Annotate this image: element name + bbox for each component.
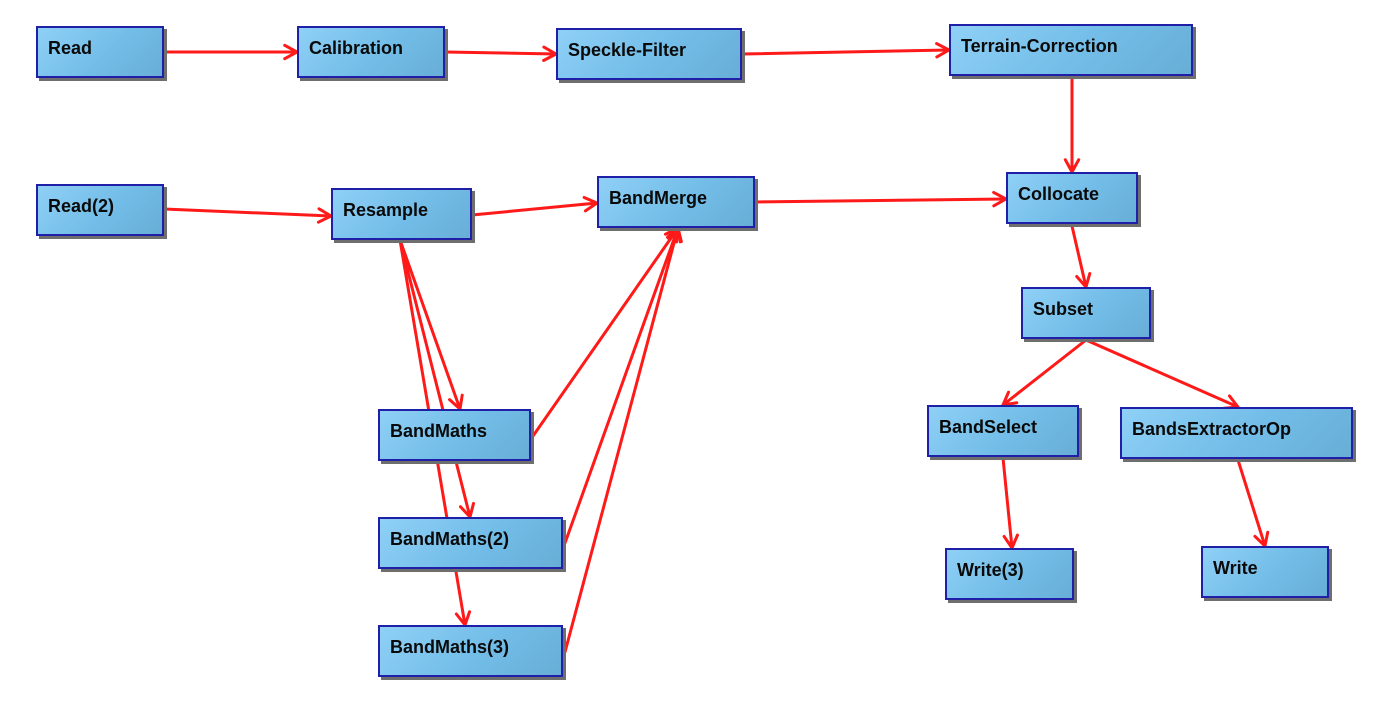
arrowhead	[1063, 158, 1081, 174]
node-read[interactable]: Read	[36, 26, 164, 78]
edge-speckle-filter-to-terrain-correction	[740, 42, 951, 59]
arrowhead	[992, 190, 1008, 208]
edge-read-2-to-resample	[162, 207, 333, 224]
arrowhead	[316, 207, 333, 224]
node-label: Read(2)	[48, 196, 115, 216]
arrowhead	[666, 226, 682, 244]
edge-subset-to-bandsextractorop	[1084, 338, 1240, 410]
arrowhead	[448, 393, 464, 411]
node-label: Speckle-Filter	[568, 40, 687, 60]
node-label: BandsExtractorOp	[1132, 419, 1292, 439]
node-read-2[interactable]: Read(2)	[36, 184, 164, 236]
node-collocate[interactable]: Collocate	[1006, 172, 1138, 224]
node-label: BandMerge	[609, 188, 708, 208]
edge-bandselect-to-write-3	[1001, 456, 1019, 550]
node-label: Subset	[1033, 299, 1094, 319]
edge-read-to-calibration	[162, 43, 299, 61]
edge-resample-to-bandmaths	[398, 238, 464, 411]
node-label: Terrain-Correction	[961, 36, 1118, 56]
node-label: BandMaths(3)	[390, 637, 510, 657]
node-label: Write(3)	[957, 560, 1024, 580]
arrowhead	[935, 42, 951, 59]
node-terrain-correction[interactable]: Terrain-Correction	[949, 24, 1193, 76]
edge-bandmerge-to-collocate	[753, 190, 1008, 208]
node-label: BandMaths(2)	[390, 529, 510, 549]
arrowhead	[458, 501, 475, 519]
node-write[interactable]: Write	[1201, 546, 1329, 598]
node-bandsextractorop[interactable]: BandsExtractorOp	[1120, 407, 1353, 459]
edge-bandmaths-2-to-bandmerge	[563, 226, 682, 545]
arrowhead	[454, 610, 472, 627]
node-bandmaths[interactable]: BandMaths	[378, 409, 531, 461]
node-bandmaths-3[interactable]: BandMaths(3)	[378, 625, 563, 677]
arrowhead	[663, 226, 680, 244]
edge-terrain-correction-to-collocate	[1063, 74, 1081, 174]
edge-resample-to-bandmerge	[470, 195, 599, 217]
node-label: Read	[48, 38, 93, 58]
arrowhead	[1002, 533, 1019, 550]
node-label: BandMaths	[390, 421, 488, 441]
node-label: Calibration	[309, 38, 404, 58]
arrowhead	[666, 226, 683, 244]
node-subset[interactable]: Subset	[1021, 287, 1151, 339]
node-bandmerge[interactable]: BandMerge	[597, 176, 755, 228]
arrowhead	[1001, 390, 1019, 407]
arrowhead	[283, 43, 299, 61]
arrowhead	[582, 195, 599, 213]
node-resample[interactable]: Resample	[331, 188, 472, 240]
edge-bandmaths-to-bandmerge	[531, 226, 680, 438]
edge-calibration-to-speckle-filter	[443, 45, 558, 62]
node-label: BandSelect	[939, 417, 1038, 437]
node-bandselect[interactable]: BandSelect	[927, 405, 1079, 457]
edge-collocate-to-subset	[1070, 224, 1092, 289]
arrowhead	[1075, 272, 1092, 289]
node-write-3[interactable]: Write(3)	[945, 548, 1074, 600]
node-label: Collocate	[1018, 184, 1100, 204]
edge-subset-to-bandselect	[1001, 338, 1088, 407]
arrowhead	[542, 45, 558, 62]
edge-bandsextractorop-to-write	[1236, 458, 1270, 548]
node-calibration[interactable]: Calibration	[297, 26, 445, 78]
node-label: Write	[1213, 558, 1258, 578]
node-speckle-filter[interactable]: Speckle-Filter	[556, 28, 742, 80]
edge-bandmaths-3-to-bandmerge	[563, 226, 683, 654]
edge-resample-to-bandmaths-2	[398, 238, 475, 519]
arrowhead	[1253, 530, 1270, 548]
node-bandmaths-2[interactable]: BandMaths(2)	[378, 517, 563, 569]
node-label: Resample	[343, 200, 429, 220]
